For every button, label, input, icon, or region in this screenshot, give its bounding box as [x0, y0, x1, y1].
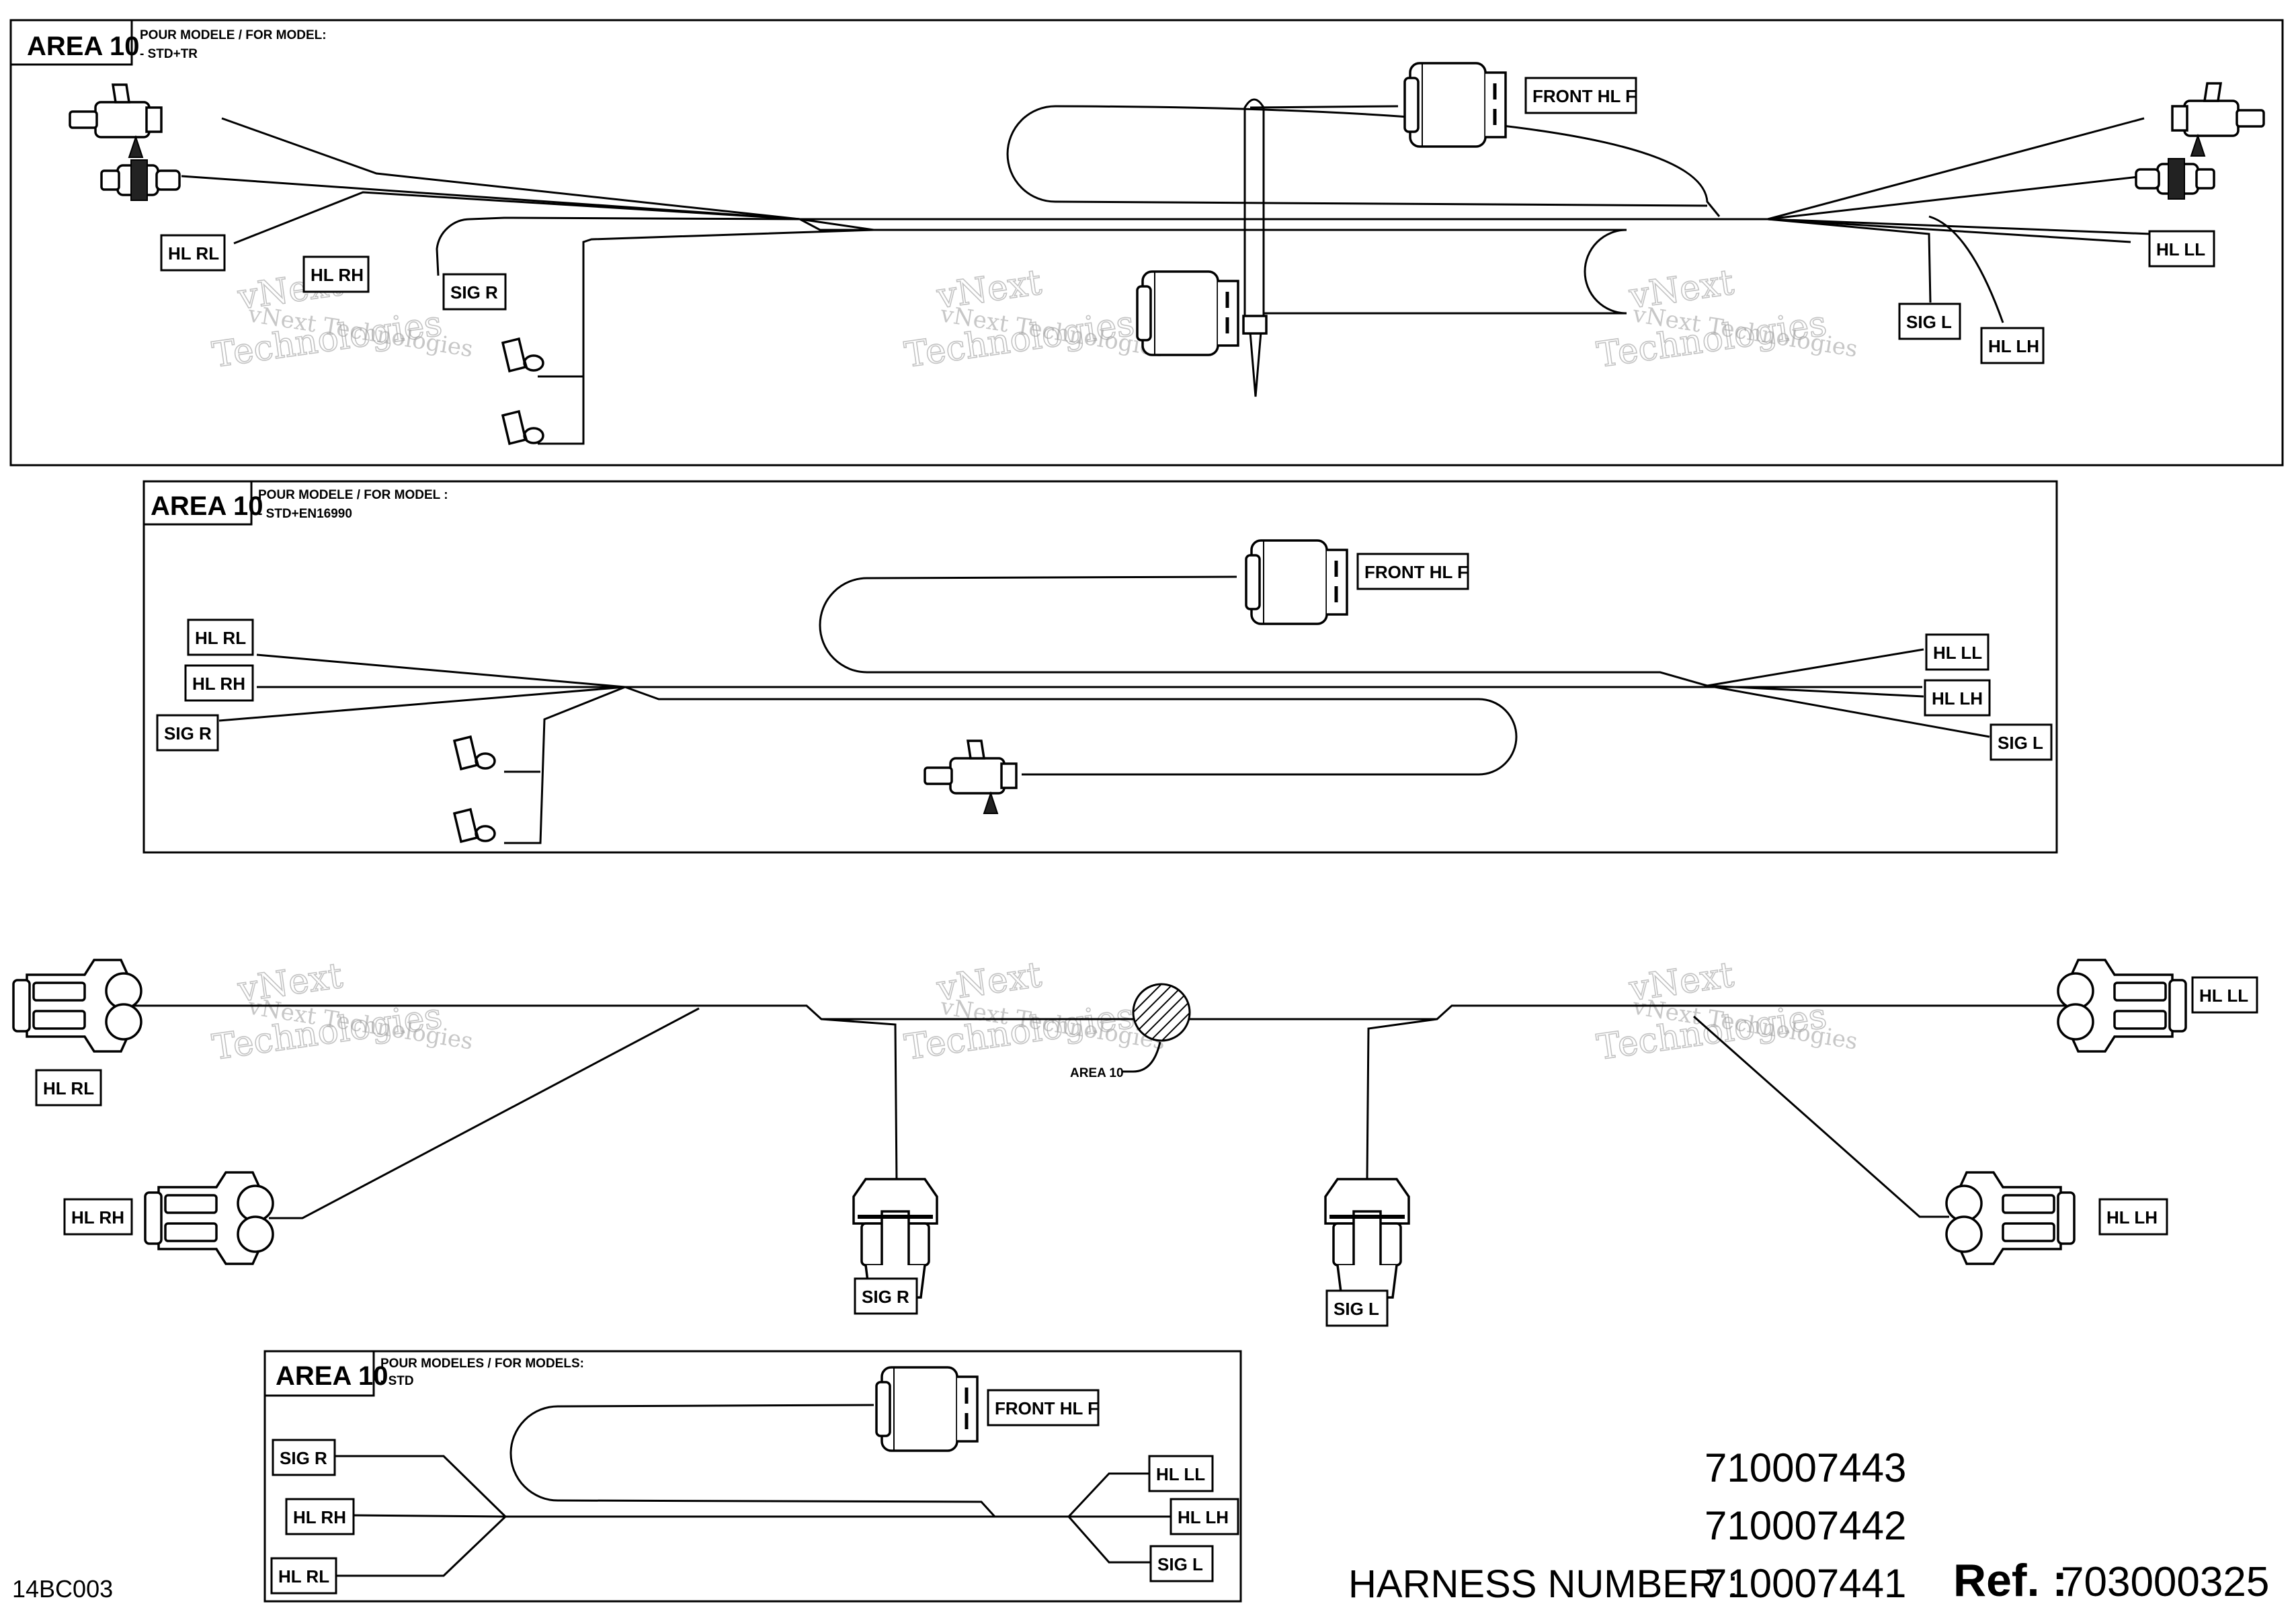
label-hl-lh: HL LH — [2106, 1207, 2158, 1228]
label-front-hl-f: FRONT HL F — [1364, 562, 1468, 582]
label-sig-r: SIG R — [164, 723, 212, 744]
model-note: - STD+TR — [140, 47, 198, 61]
area-10-marker — [1132, 983, 1191, 1042]
label-sig-l: SIG L — [1157, 1554, 1203, 1574]
harness-number: 710007443 — [1705, 1445, 1906, 1490]
connector-center — [924, 739, 1018, 815]
connector-front-hl-f — [876, 1367, 977, 1451]
panel-frame — [142, 480, 2058, 854]
panel-frame — [9, 19, 2284, 467]
model-note: POUR MODELES / FOR MODELS: — [380, 1357, 584, 1371]
harness-number-label: HARNESS NUMBER : — [1348, 1562, 1738, 1606]
model-note: - STD+EN16990 — [258, 507, 352, 521]
label-hl-rh: HL RH — [192, 674, 245, 694]
label-hl-rh: HL RH — [71, 1207, 124, 1228]
panel-frame — [263, 1350, 1242, 1603]
connector-hl-rl — [69, 83, 163, 159]
label-hl-rl: HL RL — [195, 628, 246, 648]
model-note: POUR MODELE / FOR MODEL : — [258, 488, 448, 502]
harness-number: 710007441 — [1705, 1561, 1906, 1606]
area-title: AREA 10 — [151, 491, 263, 521]
label-sig-r: SIG R — [450, 282, 498, 303]
label-front-hl-f: FRONT HL F — [1532, 86, 1636, 106]
label-hl-rl: HL RL — [43, 1078, 94, 1098]
connector-hl-rl — [12, 959, 142, 1053]
label-sig-l: SIG L — [1906, 312, 1952, 332]
area-title: AREA 10 — [27, 32, 139, 61]
panel-std-tr: AREA 10 POUR MODELE / FOR MODEL: - STD+T… — [9, 19, 2284, 467]
terminal — [453, 808, 496, 843]
connector-sig-l — [1325, 1179, 1409, 1297]
connector-front-hl-f — [1405, 63, 1506, 147]
terminal — [501, 410, 544, 445]
label-hl-ll: HL LL — [1156, 1464, 1205, 1484]
label-hl-rl: HL RL — [278, 1566, 329, 1587]
label-sig-l: SIG L — [1334, 1299, 1379, 1319]
label-hl-lh: HL LH — [1932, 688, 1983, 709]
ref-label: Ref. : — [1953, 1555, 2067, 1606]
label-hl-rh: HL RH — [311, 265, 364, 285]
watermarks: vNext Technologies vNext Technologies vN… — [209, 262, 1859, 1068]
connector-hl-lh — [1945, 1171, 2076, 1265]
label-hl-rh: HL RH — [293, 1507, 346, 1527]
connector-center — [1137, 272, 1238, 355]
connector-hl-lh — [2135, 157, 2215, 200]
label-hl-ll: HL LL — [2199, 986, 2248, 1006]
connector-front-hl-f — [1246, 540, 1347, 624]
label-hl-lh: HL LH — [1178, 1507, 1229, 1527]
connector-hl-rh — [100, 159, 181, 202]
area-title: AREA 10 — [276, 1361, 388, 1391]
panel-std-en16990: AREA 10 POUR MODELE / FOR MODEL : - STD+… — [142, 480, 2058, 854]
terminal — [501, 337, 544, 372]
panel-std: AREA 10 POUR MODELES / FOR MODELS: - STD… — [263, 1350, 1242, 1603]
label-sig-r: SIG R — [280, 1448, 327, 1468]
connector-hl-ll — [2057, 959, 2187, 1053]
label-hl-ll: HL LL — [2156, 239, 2205, 259]
label-sig-l: SIG L — [1998, 733, 2043, 753]
label-hl-ll: HL LL — [1933, 643, 1982, 663]
model-note: - STD — [380, 1374, 414, 1388]
connector-hl-ll — [2171, 82, 2265, 157]
area-10-callout: AREA 10 — [1070, 1066, 1124, 1080]
ref-value: 703000325 — [2061, 1559, 2269, 1605]
model-note: POUR MODELE / FOR MODEL: — [140, 28, 327, 42]
label-sig-r: SIG R — [862, 1287, 909, 1307]
terminal — [453, 735, 496, 770]
drawing-code: 14BC003 — [12, 1575, 113, 1603]
connector-hl-rh — [144, 1171, 274, 1265]
label-hl-rl: HL RL — [168, 243, 219, 264]
label-front-hl-f: FRONT HL F — [995, 1398, 1098, 1418]
main-harness: AREA 10 HL RL HL RH SIG R SIG L HL LL HL… — [12, 959, 2258, 1327]
footer: 14BC003 710007443 710007442 710007441 HA… — [12, 1445, 2269, 1606]
label-hl-lh: HL LH — [1988, 336, 2039, 356]
harness-number: 710007442 — [1705, 1503, 1906, 1548]
